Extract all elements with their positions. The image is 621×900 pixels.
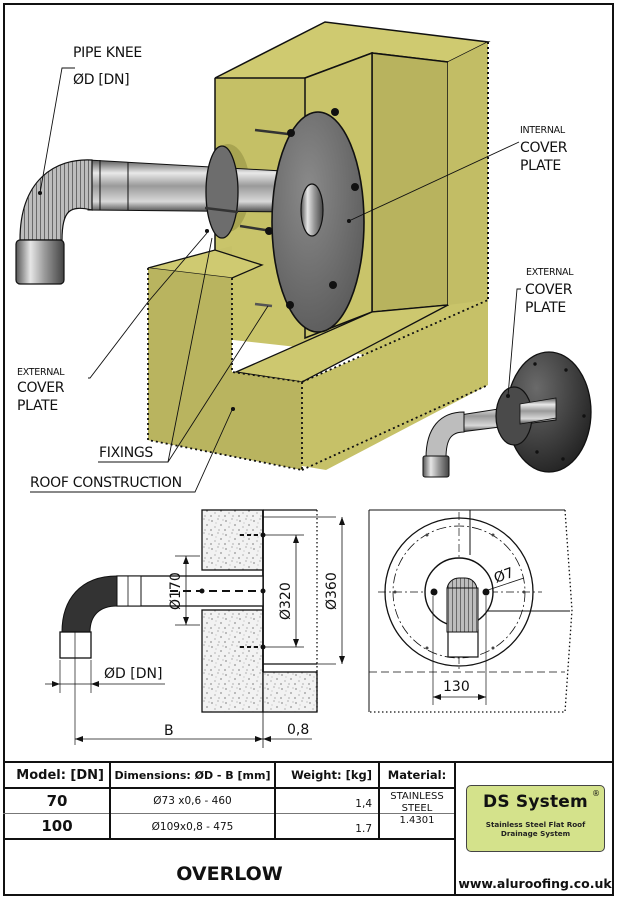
header-dimensions: Dimensions: ØD - B [mm]	[114, 768, 271, 782]
front-view	[369, 509, 573, 713]
material-line: 1.4301	[399, 815, 435, 826]
row-dimensions: Ø73 x0,6 - 460	[153, 795, 232, 807]
drawing-frame	[3, 3, 614, 896]
row-model: 100	[41, 817, 73, 835]
dim-spacing: 130	[443, 679, 470, 695]
label-external-right-plate: PLATE	[525, 300, 566, 316]
label-external-right-small: EXTERNAL	[526, 267, 574, 278]
row-model: 70	[46, 792, 68, 810]
ds-system-logo: DS System ® Stainless Steel Flat Roof Dr…	[466, 785, 605, 852]
pipe-assembly-inset	[422, 351, 592, 478]
label-external-left-small: EXTERNAL	[17, 367, 65, 378]
label-fixings: FIXINGS	[99, 445, 154, 461]
section-view	[45, 509, 370, 748]
website-link[interactable]: www.aluroofing.co.uk	[458, 875, 612, 891]
dim-d170: Ø170	[168, 572, 184, 610]
label-internal-cover: COVER	[520, 140, 568, 156]
logo-title: DS System	[483, 792, 588, 812]
material-line: STEEL	[401, 803, 433, 814]
dim-b: B	[164, 723, 174, 739]
product-name: OVERLOW	[176, 863, 283, 885]
label-internal-small: INTERNAL	[520, 125, 565, 136]
pipe-assembly-3d	[15, 108, 365, 333]
header-model: Model: [DN]	[16, 767, 104, 783]
label-pipe-knee: PIPE KNEE	[73, 45, 142, 61]
row-weight: 1.7	[355, 823, 372, 835]
label-external-left-plate: PLATE	[17, 398, 58, 414]
label-internal-plate: PLATE	[520, 158, 561, 174]
leader-lines	[30, 67, 521, 493]
logo-subtitle-line2: Drainage System	[500, 829, 571, 838]
dim-d360: Ø360	[324, 572, 340, 610]
dim-hole: Ø7	[492, 565, 516, 587]
logo-subtitle-line1: Stainless Steel Flat Roof	[485, 820, 586, 829]
label-roof-construction: ROOF CONSTRUCTION	[30, 475, 182, 491]
material-line: STAINLESS	[390, 791, 444, 802]
label-pipe-knee-dn: ØD [DN]	[73, 72, 130, 88]
row-weight: 1,4	[355, 798, 372, 810]
logo-subtitle: Stainless Steel Flat Roof Drainage Syste…	[467, 820, 604, 838]
dim-dn: ØD [DN]	[104, 666, 162, 682]
header-material: Material:	[387, 768, 447, 782]
row-dimensions: Ø109x0,8 - 475	[151, 821, 234, 833]
dim-d320: Ø320	[278, 582, 294, 620]
dim-thickness: 0,8	[287, 722, 309, 738]
label-external-left-cover: COVER	[17, 380, 65, 396]
header-weight: Weight: [kg]	[291, 768, 372, 782]
label-external-right-cover: COVER	[525, 282, 573, 298]
registered-mark: ®	[592, 789, 600, 798]
material-value: STAINLESS STEEL 1.4301	[380, 791, 454, 837]
